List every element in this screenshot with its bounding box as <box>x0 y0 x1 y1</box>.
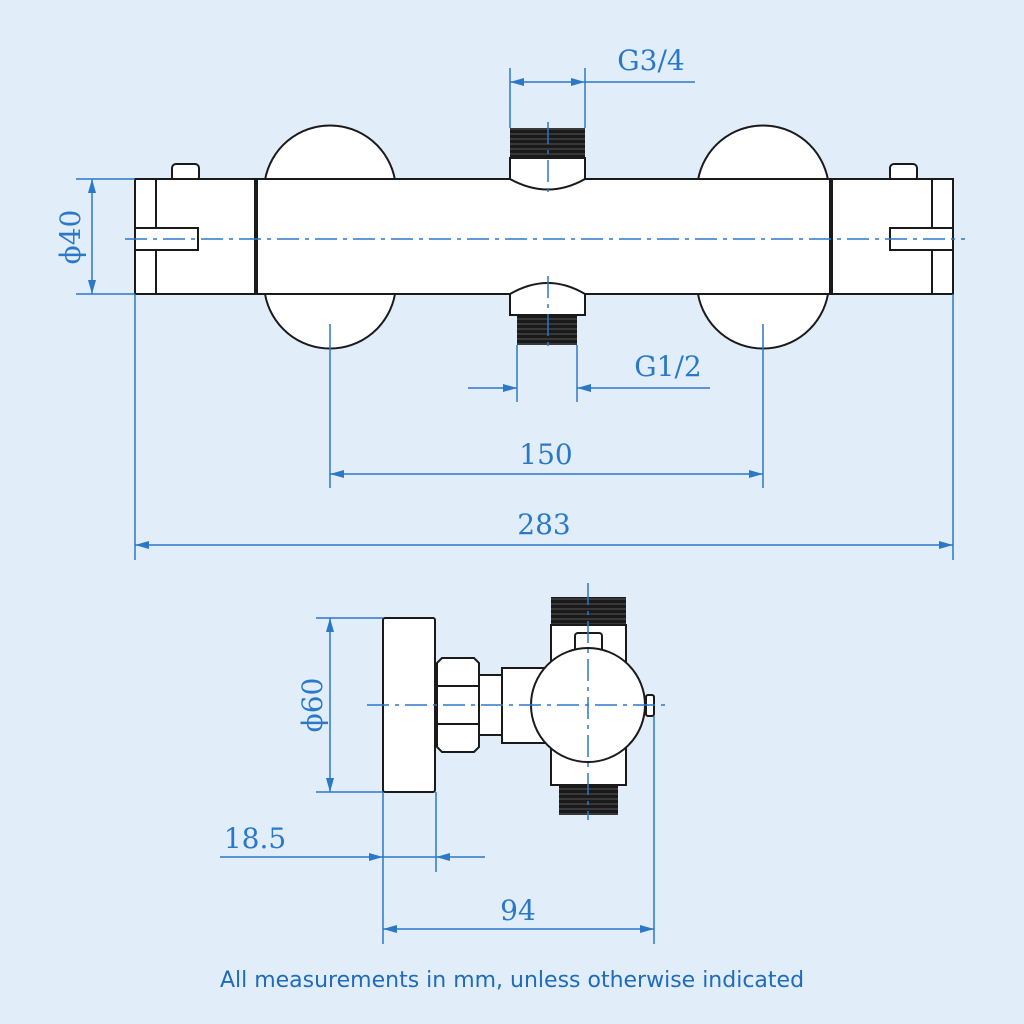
label-150: 150 <box>519 438 572 471</box>
right-wall-disc <box>696 124 830 350</box>
label-g12: G1/2 <box>634 350 701 383</box>
dimension-g34: G3/4 <box>509 44 695 128</box>
label-94: 94 <box>500 894 536 927</box>
front-view <box>125 122 965 350</box>
dimension-150: 150 <box>329 324 764 488</box>
label-g34: G3/4 <box>617 44 684 77</box>
bottom-outlet-thread <box>517 315 577 345</box>
label-18-5: 18.5 <box>224 822 286 855</box>
label-283: 283 <box>517 508 570 541</box>
dimension-phi40: ϕ40 <box>54 178 135 295</box>
dimension-g12: G1/2 <box>468 345 710 402</box>
dimension-94: 94 <box>383 716 655 944</box>
label-phi40: ϕ40 <box>54 210 87 265</box>
dimension-283: 283 <box>134 294 954 560</box>
side-view <box>367 583 668 820</box>
left-wall-disc <box>263 124 397 350</box>
bottom-outlet-cap <box>509 282 586 316</box>
measurement-note: All measurements in mm, unless otherwise… <box>219 968 805 993</box>
dimension-phi60: ϕ60 <box>296 617 383 793</box>
body-cylinder <box>134 178 954 295</box>
dimension-18-5: 18.5 <box>220 792 485 944</box>
label-phi60: ϕ60 <box>296 678 329 733</box>
